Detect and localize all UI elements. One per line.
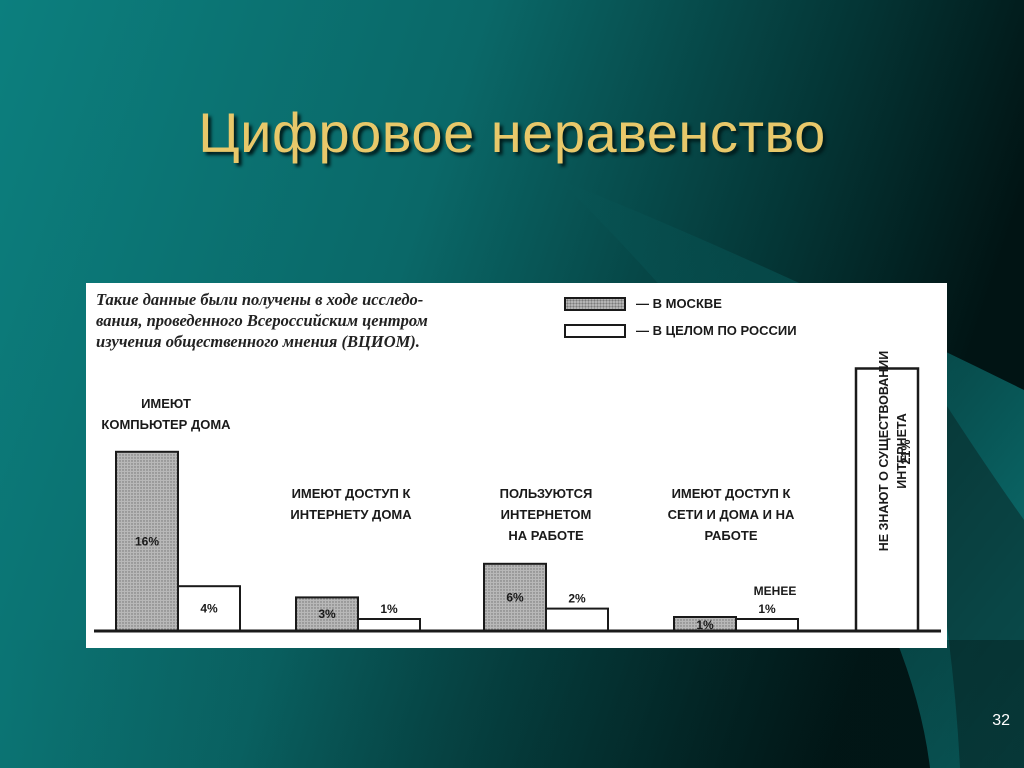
page-number: 32 [992,712,1010,729]
bar-russia [545,607,609,633]
category-label-line: НА РАБОТЕ [508,528,584,543]
data-label-moscow: 3% [318,607,336,621]
chart-panel: 16% 3% 6% 1% 4% 1% 2% 1% МЕНЕЕ Такие данные были… [86,283,947,648]
data-label-moscow: 1% [696,618,714,632]
category-label-line: ИНТЕРНЕТОМ [500,507,592,522]
legend-item-russia: — В ЦЕЛОМ ПО РОССИИ [564,323,797,338]
legend-label-moscow: — В МОСКВЕ [636,296,722,311]
category-label-line: ИНТЕРНЕТУ ДОМА [290,507,412,522]
data-label-moscow: 16% [135,534,159,548]
extra-bar-value-label: 21% [899,439,913,465]
data-label-moscow: 6% [506,590,524,604]
legend-item-moscow: — В МОСКВЕ [564,296,722,311]
category-label-line: СЕТИ И ДОМА И НА [667,507,795,522]
data-label-russia: 1% [380,602,398,616]
data-label-russia: 1% [758,602,776,616]
category-label-line: ИМЕЮТ [141,396,191,411]
bar-russia [735,618,799,632]
category-label-internet-both: ИМЕЮТ ДОСТУП К СЕТИ И ДОМА И НА РАБОТЕ [651,483,811,546]
chart-note: Такие данные были получены в ходе исслед… [96,289,556,352]
bar-moscow [483,562,547,632]
slide-title: Цифровое неравенство [198,101,826,164]
data-label-prefix: МЕНЕЕ [754,584,797,598]
extra-bar-label-line: НЕ ЗНАЮТ О СУЩЕСТВОВАНИИ [877,350,891,552]
data-label-russia: 4% [200,602,218,616]
bar-extra [854,367,920,633]
category-label-line: ИМЕЮТ ДОСТУП К [671,486,791,501]
bar-russia [177,585,241,633]
legend-swatch-moscow [564,296,626,311]
category-label-line: ИМЕЮТ ДОСТУП К [291,486,411,501]
category-label-line: РАБОТЕ [704,528,758,543]
legend-swatch-russia [564,323,626,338]
bar-moscow [115,450,179,632]
category-label-line: ПОЛЬЗУЮТСЯ [499,486,593,501]
bar-russia [357,618,421,632]
chart-note-line: вания, проведенного Всероссийским центро… [96,311,428,330]
data-label-russia: 2% [568,592,586,606]
legend-label-russia: — В ЦЕЛОМ ПО РОССИИ [636,323,797,338]
category-label-internet-home: ИМЕЮТ ДОСТУП К ИНТЕРНЕТУ ДОМА [276,483,426,525]
chart-note-line: изучения общественного мнения (ВЦИОМ). [96,332,420,351]
category-label-internet-work: ПОЛЬЗУЮТСЯ ИНТЕРНЕТОМ НА РАБОТЕ [471,483,621,546]
chart-note-line: Такие данные были получены в ходе исслед… [96,290,424,309]
category-label-computer-home: ИМЕЮТ КОМПЬЮТЕР ДОМА [86,393,246,435]
bar-chart: 16% 3% 6% 1% 4% 1% 2% 1% МЕНЕЕ [94,367,941,633]
category-label-line: КОМПЬЮТЕР ДОМА [101,417,231,432]
